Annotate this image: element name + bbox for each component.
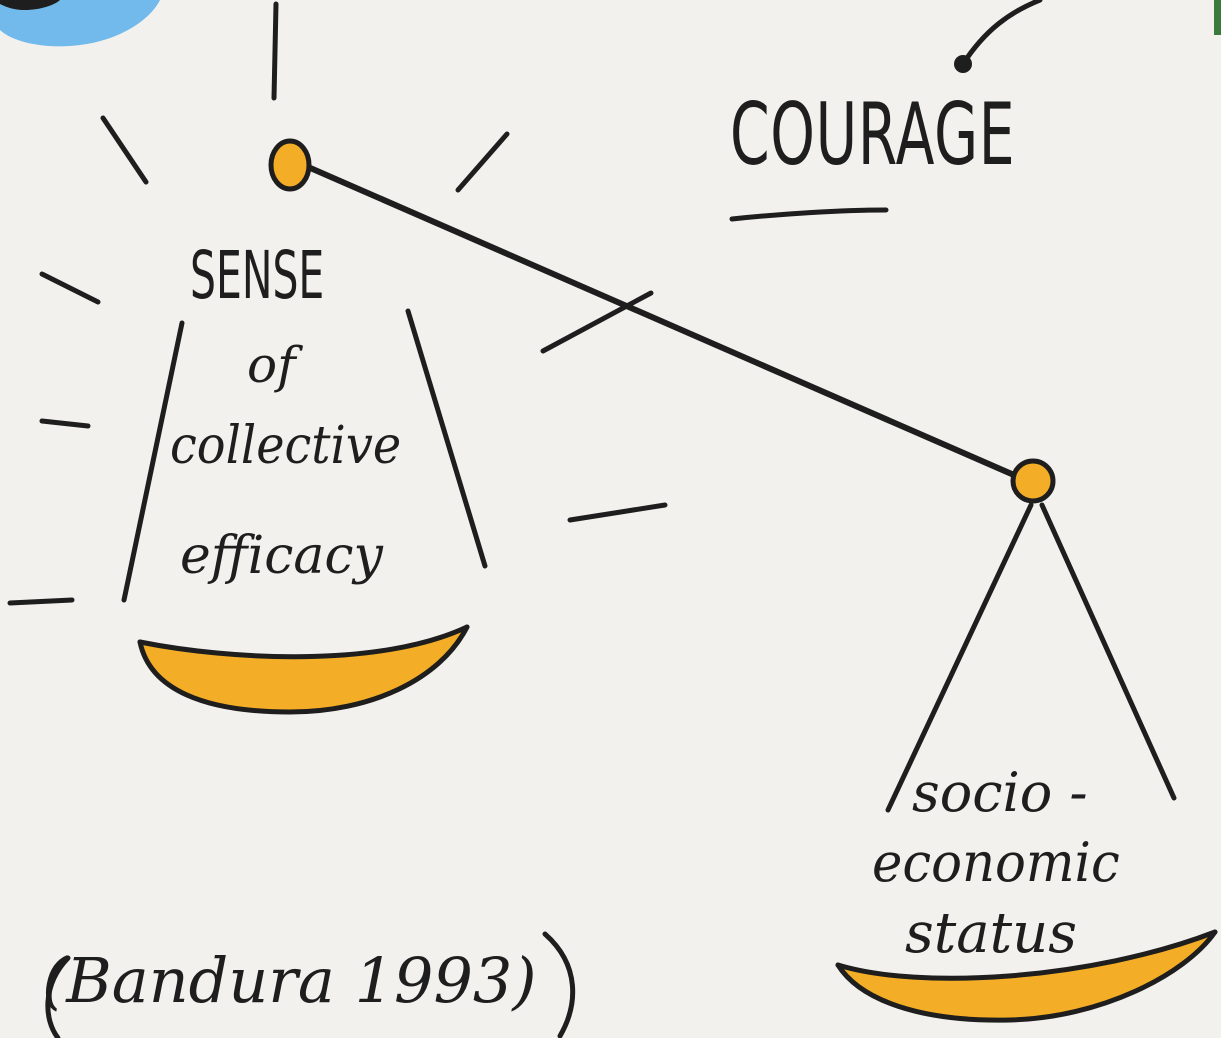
citation-text: (Bandura 1993)	[42, 944, 537, 1017]
citation-open-paren	[45, 955, 71, 1038]
left-pivot-joint	[268, 138, 312, 192]
balance-beam	[289, 157, 1033, 485]
green-edge-decoration	[1214, 0, 1221, 35]
left-pan-strings	[121, 308, 488, 603]
courage-heading: COURAGE	[730, 85, 1016, 185]
right-pan-label-line-3: status	[905, 901, 1077, 966]
left-pan-label-line-4: efficacy	[180, 526, 383, 586]
left-pan-label-line-2: of	[247, 336, 296, 394]
courage-underline	[729, 207, 889, 222]
right-pivot-joint	[1010, 458, 1056, 504]
left-pan-label-line-1: SENSE	[190, 237, 325, 314]
right-pan-label-line-2: economic	[872, 831, 1120, 894]
citation-close-paren	[542, 931, 576, 1038]
right-pan-label-line-1: socio -	[912, 761, 1088, 824]
left-pan-bowl	[140, 625, 467, 712]
left-pan-label-line-3: collective	[170, 416, 402, 476]
radiating-rays	[7, 1, 668, 606]
right-pan-strings	[885, 502, 1177, 813]
blue-blob-decoration	[0, 0, 160, 47]
courage-connector-line	[960, 0, 1043, 67]
connector-dot	[954, 55, 972, 73]
